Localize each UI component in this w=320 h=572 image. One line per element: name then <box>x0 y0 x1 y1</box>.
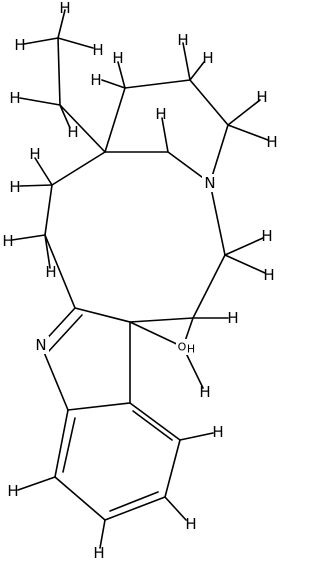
hydrogen-label: H <box>256 88 267 106</box>
bond <box>209 124 229 184</box>
bond <box>34 157 53 186</box>
hydrogen-label: H <box>9 89 20 107</box>
molecule-canvas: N N O H H H H H H H H H H H H H H H H H … <box>2 0 277 562</box>
bond <box>129 402 181 441</box>
bond <box>57 37 61 106</box>
hydrogen-label: H <box>14 36 25 54</box>
bond <box>54 409 69 478</box>
hydrogen-label: H <box>9 178 20 196</box>
bond <box>51 151 106 186</box>
bond <box>129 321 184 348</box>
bond <box>164 439 181 498</box>
bond <box>62 417 76 473</box>
hydrogen-label: H <box>90 71 101 89</box>
hydrogen-label: H <box>185 515 196 533</box>
hydrogen-label: H <box>2 232 13 250</box>
hydrogen-label: H <box>155 105 166 123</box>
bond <box>224 254 266 274</box>
heteroatom-labels: N N O H <box>33 174 218 356</box>
bond <box>47 314 83 353</box>
hydrogen-label: H <box>263 266 274 284</box>
atom-n-imine: N <box>35 336 46 354</box>
bond <box>23 37 59 45</box>
bond <box>189 79 229 126</box>
hydrogen-label: H <box>112 49 123 67</box>
hydrogen-label: H <box>177 31 188 49</box>
bond <box>101 79 126 89</box>
bond <box>59 104 106 153</box>
hydrogen-labels: H H H H H H H H H H H H H H H H H H H H … <box>2 0 277 562</box>
bond <box>104 87 126 153</box>
bond <box>189 61 205 81</box>
hydrogen-label: H <box>93 544 104 562</box>
bond <box>40 344 69 411</box>
hydrogen-label: H <box>92 41 103 59</box>
bond <box>67 402 131 411</box>
bond <box>11 234 46 241</box>
bond <box>54 476 106 521</box>
bond <box>164 496 187 521</box>
hydrogen-label: H <box>202 49 213 67</box>
bond <box>57 9 66 39</box>
bond <box>44 184 53 236</box>
hydrogen-label: H <box>212 423 223 441</box>
hydrogen-label: H <box>7 482 18 500</box>
hydrogen-label: H <box>45 263 56 281</box>
hydrogen-label: H <box>227 309 238 327</box>
structure-svg: N N O H H H H H H H H H H H H H H H H H … <box>2 0 277 562</box>
atom-o-ring: O <box>178 341 187 354</box>
bond <box>19 97 61 106</box>
bond <box>109 491 159 512</box>
bond <box>192 254 226 319</box>
hydrogen-label: H <box>261 227 272 245</box>
hydrogen-label: H <box>266 133 277 151</box>
bond <box>132 410 173 441</box>
bond <box>227 99 261 126</box>
hydrogen-label: H <box>59 0 70 17</box>
hydrogen-label: H <box>29 145 40 163</box>
bond <box>224 237 264 256</box>
bond <box>227 124 269 141</box>
bond <box>124 79 191 89</box>
bond <box>59 104 71 129</box>
bond <box>17 476 56 491</box>
hydrogen-label: H <box>199 383 210 401</box>
bond <box>57 37 94 49</box>
bond <box>19 184 53 187</box>
bond <box>182 42 191 81</box>
atom-h-ring: H <box>187 343 195 356</box>
bond <box>209 182 226 256</box>
bond <box>44 234 51 269</box>
bond <box>117 61 126 89</box>
hydrogen-label: H <box>67 123 78 141</box>
bond <box>179 432 214 441</box>
bonds <box>11 9 269 549</box>
bond <box>44 234 76 309</box>
bond <box>161 117 169 153</box>
bond <box>99 519 106 549</box>
bond <box>129 317 194 323</box>
bond <box>104 496 166 521</box>
bond <box>74 307 131 323</box>
atom-n-amine: N <box>204 174 215 192</box>
